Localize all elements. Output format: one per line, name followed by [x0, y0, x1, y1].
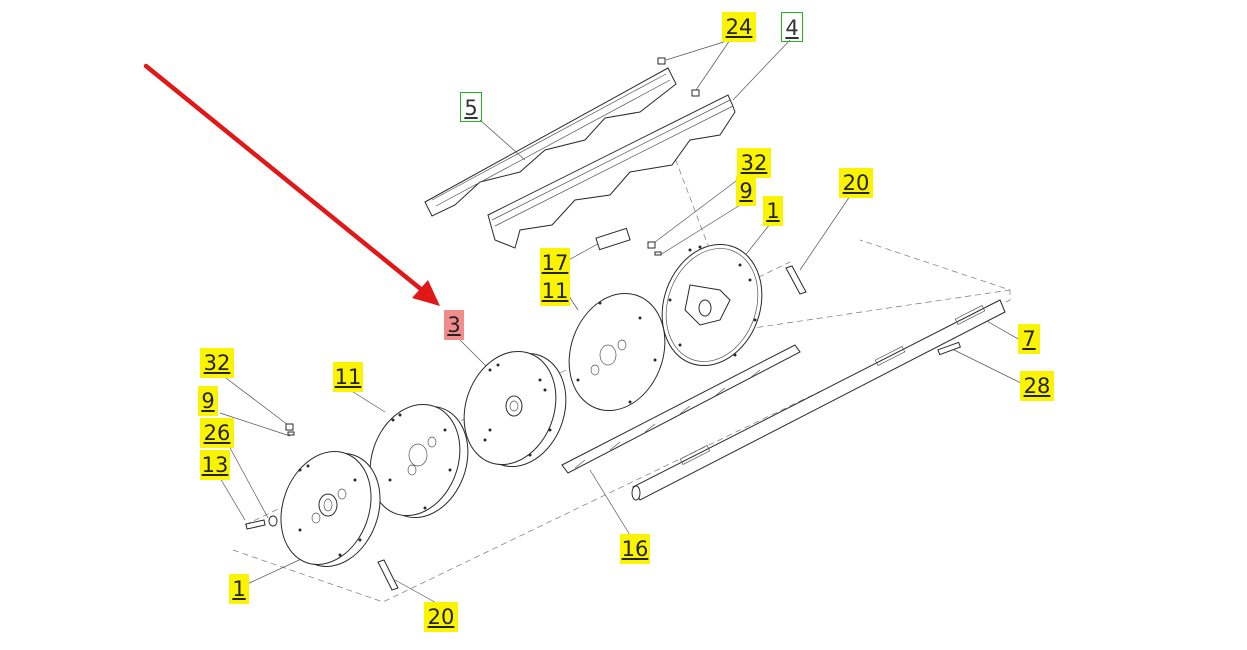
- shaft-part-7: [631, 299, 1006, 501]
- callout-9-left: 9: [198, 386, 218, 416]
- disc-part-3: [463, 350, 567, 468]
- callout-3-selected: 3: [444, 310, 464, 340]
- spacer-strip-part-16: [561, 344, 801, 474]
- ring-part-9-left: [287, 431, 295, 436]
- callout-17: 17: [540, 248, 570, 278]
- red-arrow-indicator: [143, 63, 440, 306]
- callout-9-top: 9: [736, 176, 756, 206]
- nut-part-24-mid: [691, 89, 700, 97]
- bolt-part-20-top: [785, 265, 807, 295]
- callout-11-left: 11: [333, 362, 363, 392]
- callout-1-top: 1: [763, 196, 783, 226]
- callout-32-left: 32: [200, 348, 234, 378]
- key-part-28: [937, 341, 962, 356]
- disc-part-11-left: [369, 403, 469, 519]
- callout-13: 13: [200, 450, 230, 480]
- callout-28: 28: [1020, 371, 1054, 401]
- nut-part-32-right: [647, 241, 656, 249]
- washer-part-26: [268, 515, 278, 527]
- callout-7: 7: [1018, 324, 1040, 354]
- callout-1-bottom: 1: [229, 574, 249, 604]
- serrated-bar-part-5: [424, 67, 677, 217]
- callout-16: 16: [620, 534, 650, 564]
- assembly-outline-lower: [232, 239, 1011, 603]
- callout-11-top: 11: [540, 276, 570, 306]
- callout-20-top: 20: [839, 168, 873, 198]
- bolt-part-20-bottom: [377, 559, 399, 591]
- callout-4: 4: [781, 12, 803, 42]
- disc-part-11-right: [568, 292, 666, 412]
- callout-26: 26: [200, 418, 234, 448]
- callout-32-top: 32: [737, 148, 771, 178]
- bolt-part-13: [245, 519, 266, 530]
- disc-part-1-left: [280, 451, 381, 567]
- callout-20-bottom: 20: [424, 602, 458, 632]
- ring-part-9-right: [654, 251, 662, 256]
- plate-part-17: [595, 227, 631, 251]
- callout-24: 24: [722, 12, 756, 42]
- nut-part-24-top: [657, 57, 666, 65]
- nut-part-32-left: [285, 423, 294, 431]
- serrated-bar-part-4: [487, 94, 736, 249]
- disc-part-1-right: [661, 243, 763, 367]
- callout-5: 5: [460, 92, 482, 122]
